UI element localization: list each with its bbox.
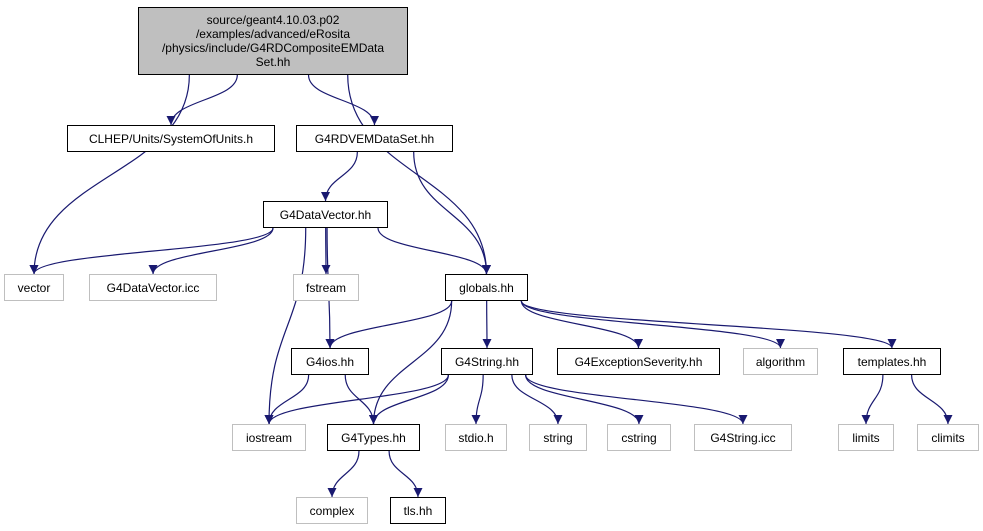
edge-globals-to-g4ios [325,300,453,349]
node-iostream[interactable]: iostream [232,424,306,451]
edge-g4datavector-to-g4datavector_icc [148,227,274,275]
edge-g4rdvem-to-globals [413,151,491,275]
node-g4datavector[interactable]: G4DataVector.hh [263,201,388,228]
edge-root-to-g4rdvem [307,74,379,126]
edge-g4datavector-to-globals [377,227,491,275]
edge-g4types-to-complex [327,450,360,498]
edge-root-to-clhep [166,74,238,126]
edge-g4string-to-g4types [369,374,449,425]
edge-g4string-to-g4string_icc [525,374,748,425]
edge-g4string-to-iostream [264,374,449,425]
edge-g4rdvem-to-g4datavector [321,151,358,202]
edge-g4string-to-cstring [525,374,644,425]
edge-templates-to-climits [911,374,953,425]
node-g4types[interactable]: G4Types.hh [327,424,420,451]
node-templates[interactable]: templates.hh [843,348,941,375]
edge-g4string-to-string [511,374,563,425]
node-climits[interactable]: climits [917,424,979,451]
edge-g4types-to-tls [388,450,423,498]
node-globals[interactable]: globals.hh [445,274,528,301]
edge-templates-to-limits [861,374,884,425]
edge-globals-to-algorithm [520,300,785,349]
node-g4datavector-icc[interactable]: G4DataVector.icc [89,274,217,301]
node-g4rdvemdataset[interactable]: G4RDVEMDataSet.hh [296,125,453,152]
edge-globals-to-g4types [369,300,453,425]
node-tls[interactable]: tls.hh [390,497,446,524]
node-clhep-system-of-units[interactable]: CLHEP/Units/SystemOfUnits.h [67,125,275,152]
edge-globals-to-g4exception [520,300,643,349]
node-root-header[interactable]: source/geant4.10.03.p02 /examples/advanc… [138,7,408,75]
node-g4string-icc[interactable]: G4String.icc [694,424,792,451]
node-g4ios[interactable]: G4ios.hh [291,348,369,375]
edge-globals-to-templates [520,300,897,349]
node-complex[interactable]: complex [296,497,368,524]
node-vector[interactable]: vector [4,274,64,301]
node-string[interactable]: string [529,424,587,451]
node-g4exceptionseverity[interactable]: G4ExceptionSeverity.hh [557,348,720,375]
node-limits[interactable]: limits [838,424,894,451]
edge-g4datavector-to-vector [29,227,274,275]
node-algorithm[interactable]: algorithm [743,348,818,375]
edge-g4datavector-to-iostream [264,227,307,425]
node-stdio[interactable]: stdio.h [445,424,507,451]
node-fstream[interactable]: fstream [293,274,359,301]
edge-g4string-to-stdio [471,374,484,425]
node-g4string[interactable]: G4String.hh [441,348,533,375]
node-cstring[interactable]: cstring [607,424,671,451]
edge-root-to-vector [29,74,190,275]
